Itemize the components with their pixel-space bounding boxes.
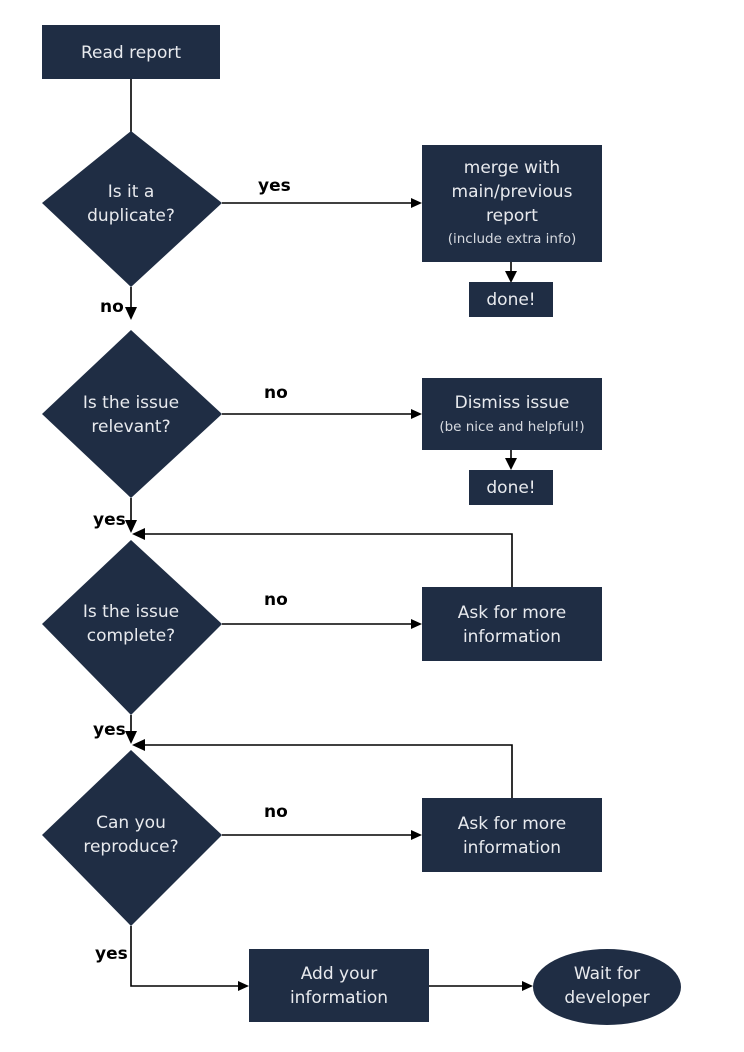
node-merge-report-note: (include extra info) xyxy=(448,231,577,247)
node-done-merge[interactable]: done! xyxy=(469,282,553,317)
node-dismiss-issue-label: Dismiss issue xyxy=(455,393,570,413)
edge-complete-yes-to-reproduce xyxy=(125,715,137,744)
node-done-merge-label: done! xyxy=(486,290,535,310)
edge-dismiss-to-done xyxy=(505,450,517,470)
node-is-duplicate-label-line2: duplicate? xyxy=(87,206,175,226)
edge-add-information-to-wait xyxy=(429,981,533,991)
node-read-report[interactable]: Read report xyxy=(42,25,220,79)
node-done-dismiss[interactable]: done! xyxy=(469,470,553,505)
edge-ask-reproduce-loopback xyxy=(132,739,513,798)
edge-label-relevant-yes: yes xyxy=(93,510,126,530)
edge-complete-no-to-ask xyxy=(222,619,422,629)
edge-merge-to-done xyxy=(505,262,517,283)
node-merge-report-label-line2: main/previous xyxy=(452,182,573,202)
node-done-dismiss-label: done! xyxy=(486,478,535,498)
edge-label-relevant-no: no xyxy=(264,383,288,403)
edge-label-duplicate-no: no xyxy=(100,297,124,317)
node-dismiss-issue-note: (be nice and helpful!) xyxy=(439,419,584,435)
node-can-reproduce[interactable]: Can you reproduce? xyxy=(42,750,222,926)
node-ask-more-reproduce[interactable]: Ask for more information xyxy=(422,798,602,872)
edge-reproduce-no-to-ask xyxy=(222,830,422,840)
node-ask-more-reproduce-label-line2: information xyxy=(463,838,561,858)
node-is-relevant-label-line1: Is the issue xyxy=(83,393,179,413)
node-is-complete-label-line1: Is the issue xyxy=(83,602,179,622)
node-merge-report-label-line1: merge with xyxy=(464,158,560,178)
node-can-reproduce-label-line2: reproduce? xyxy=(83,837,178,857)
edge-label-complete-yes: yes xyxy=(93,720,126,740)
edge-duplicate-no-to-relevant xyxy=(125,287,137,320)
node-add-information-label-line2: information xyxy=(290,988,388,1008)
edge-label-complete-no: no xyxy=(264,590,288,610)
node-dismiss-issue[interactable]: Dismiss issue (be nice and helpful!) xyxy=(422,378,602,450)
node-can-reproduce-label-line1: Can you xyxy=(96,813,166,833)
node-wait-for-developer[interactable]: Wait for developer xyxy=(533,949,681,1025)
node-add-information[interactable]: Add your information xyxy=(249,949,429,1022)
node-is-duplicate[interactable]: Is it a duplicate? xyxy=(42,131,222,287)
node-is-complete-label-line2: complete? xyxy=(87,626,175,646)
node-is-duplicate-label-line1: Is it a xyxy=(108,182,154,202)
edge-duplicate-yes-to-merge xyxy=(222,198,422,208)
edge-label-reproduce-no: no xyxy=(264,802,288,822)
edge-relevant-yes-to-complete xyxy=(125,498,137,533)
node-ask-more-complete-label-line1: Ask for more xyxy=(458,603,567,623)
edge-relevant-no-to-dismiss xyxy=(222,409,422,419)
node-ask-more-reproduce-label-line1: Ask for more xyxy=(458,814,567,834)
node-is-relevant[interactable]: Is the issue relevant? xyxy=(42,330,222,498)
node-ask-more-complete[interactable]: Ask for more information xyxy=(422,587,602,661)
edge-label-reproduce-yes: yes xyxy=(95,944,128,964)
node-ask-more-complete-label-line2: information xyxy=(463,627,561,647)
node-wait-for-developer-label-line2: developer xyxy=(564,988,649,1008)
node-merge-report[interactable]: merge with main/previous report (include… xyxy=(422,145,602,262)
edge-reproduce-yes-to-add-information xyxy=(130,926,249,991)
node-read-report-label: Read report xyxy=(81,43,181,63)
edge-label-duplicate-yes: yes xyxy=(258,176,291,196)
node-wait-for-developer-label-line1: Wait for xyxy=(574,964,640,984)
node-is-complete[interactable]: Is the issue complete? xyxy=(42,540,222,715)
node-is-relevant-label-line2: relevant? xyxy=(91,417,170,437)
edge-ask-complete-loopback xyxy=(132,528,513,587)
node-merge-report-label-line3: report xyxy=(486,206,538,226)
node-add-information-label-line1: Add your xyxy=(301,964,378,984)
